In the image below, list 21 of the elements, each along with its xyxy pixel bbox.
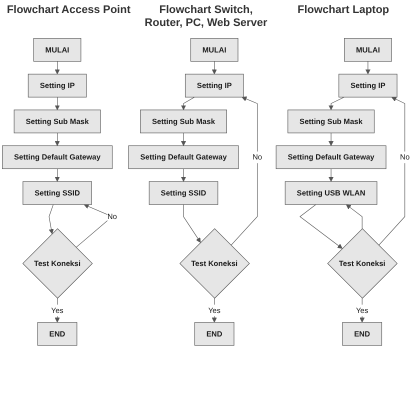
arrow [378, 96, 406, 246]
arrow [48, 204, 54, 234]
chart-heading: Flowchart Laptop [296, 4, 390, 17]
arrow [328, 168, 334, 182]
arrow [328, 96, 345, 110]
arrow [54, 96, 60, 110]
arrow [180, 132, 186, 146]
arrow [230, 96, 258, 246]
arrow [346, 204, 362, 229]
arrow [54, 132, 60, 146]
arrow [328, 132, 334, 146]
arrow [54, 168, 60, 182]
arrow [183, 204, 201, 243]
arrow [180, 96, 195, 110]
arrow [54, 61, 60, 74]
chart-heading: Flowchart Switch, Router, PC, Web Server [144, 4, 268, 30]
arrow [180, 168, 186, 182]
arrow [212, 61, 217, 74]
arrow [300, 204, 343, 249]
arrow [365, 61, 370, 74]
chart-heading: Flowchart Access Point [6, 4, 132, 17]
